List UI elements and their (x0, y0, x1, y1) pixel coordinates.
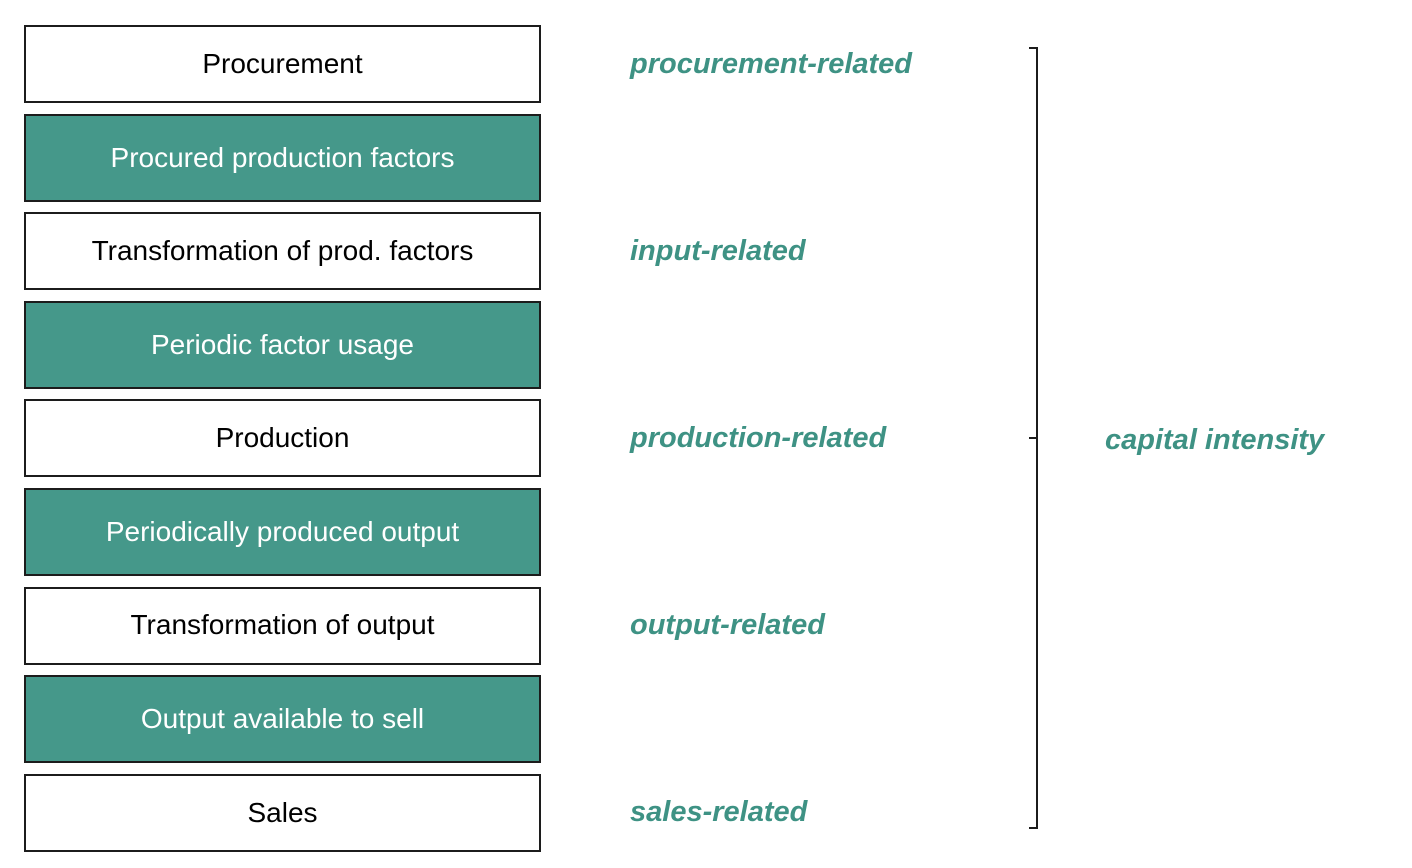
stage-label: Procured production factors (110, 141, 455, 173)
stage-box-production: Production (24, 399, 541, 478)
phase-label-input-related: input-related (630, 234, 806, 267)
stage-box-transformation-of-prod-factors: Transformation of prod. factors (24, 212, 541, 291)
stage-label: Production (215, 422, 350, 454)
stage-label: Procurement (202, 47, 363, 79)
stage-box-output-available-to-sell: Output available to sell (24, 675, 541, 764)
stage-label: Transformation of prod. factors (91, 235, 474, 267)
stage-box-procurement: Procurement (24, 25, 541, 103)
stage-label: Periodic factor usage (150, 328, 415, 360)
stage-box-periodic-factor-usage: Periodic factor usage (24, 300, 541, 389)
stage-stack: Procurement Procured production factors … (24, 25, 541, 852)
stage-label: Transformation of output (130, 609, 435, 641)
phase-label-output-related: output-related (630, 608, 825, 641)
stage-box-periodically-produced-output: Periodically produced output (24, 487, 541, 576)
stage-label: Output available to sell (140, 703, 425, 735)
capital-intensity-bracket-mid-tick (1029, 437, 1038, 439)
stage-box-transformation-of-output: Transformation of output (24, 586, 541, 665)
phase-label-procurement-related: procurement-related (630, 47, 913, 80)
stage-box-procured-production-factors: Procured production factors (24, 113, 541, 202)
stage-label: Periodically produced output (105, 515, 460, 547)
stage-box-sales: Sales (24, 773, 541, 852)
phase-label-sales-related: sales-related (630, 795, 808, 828)
capital-intensity-label: capital intensity (1105, 423, 1325, 456)
phase-label-production-related: production-related (630, 421, 887, 454)
stage-label: Sales (247, 796, 318, 828)
